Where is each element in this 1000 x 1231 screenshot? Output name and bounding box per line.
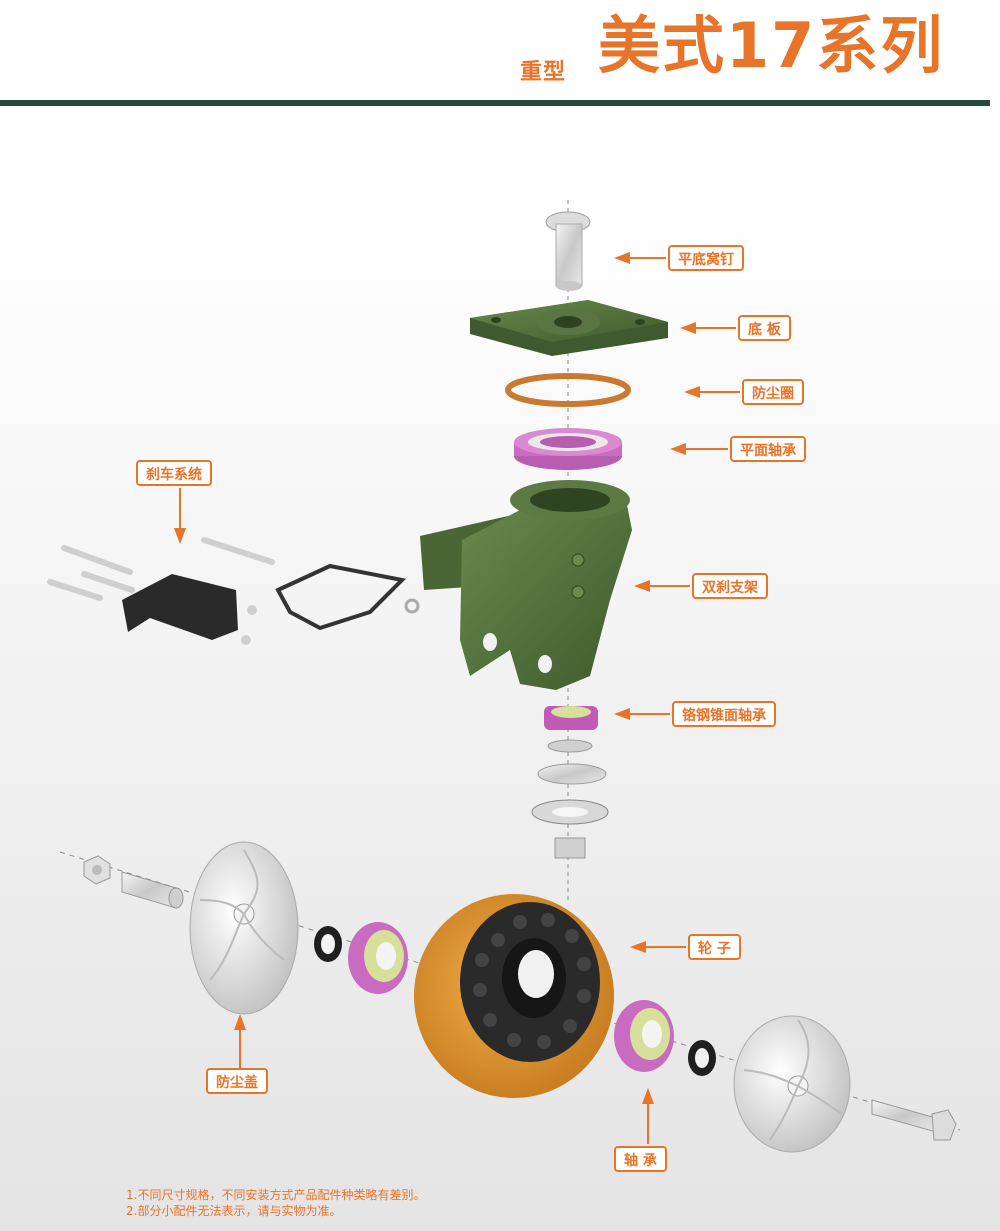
label-brake-system: 刹车系统 bbox=[136, 460, 212, 486]
label-flat-pin: 平底窝钉 bbox=[668, 245, 744, 271]
spacer-tube-part bbox=[121, 871, 184, 909]
footnote-2: 2.部分小配件无法表示，请与实物为准。 bbox=[126, 1204, 342, 1218]
dust-cover-right-part bbox=[733, 1015, 851, 1153]
taper-bearing-part bbox=[544, 706, 598, 730]
label-dust-ring: 防尘圈 bbox=[742, 379, 804, 405]
page-header: 重型 美式17系列 bbox=[0, 0, 1000, 110]
flat-pin-part bbox=[545, 211, 591, 291]
dust-cover-left-part bbox=[189, 841, 299, 1015]
dust-ring-part bbox=[505, 373, 631, 407]
lock-washer-part bbox=[531, 799, 609, 825]
header-title: 美式17系列 bbox=[598, 9, 945, 82]
bearing-right-part bbox=[614, 1000, 674, 1072]
base-plate-part bbox=[470, 300, 668, 356]
label-wheel: 轮 子 bbox=[688, 934, 741, 960]
callout-arrows bbox=[174, 252, 740, 1144]
wheel-part bbox=[414, 894, 614, 1098]
label-flat-bearing: 平面轴承 bbox=[730, 436, 806, 462]
header-rule bbox=[0, 100, 990, 106]
label-base-plate: 底 板 bbox=[738, 315, 791, 341]
nut-part bbox=[554, 837, 586, 859]
label-bracket: 双刹支架 bbox=[692, 573, 768, 599]
washer-large bbox=[537, 763, 607, 785]
label-bearing: 轴 承 bbox=[614, 1146, 667, 1172]
double-brake-bracket-part bbox=[420, 480, 632, 690]
flat-bearing-part bbox=[514, 428, 622, 470]
axle-bolt-part bbox=[871, 1099, 957, 1141]
axle-nut-part bbox=[83, 855, 111, 885]
brake-system-part bbox=[47, 537, 420, 645]
bearing-left-part bbox=[348, 922, 408, 994]
label-taper-bearing: 铬钢锥面轴承 bbox=[672, 701, 776, 727]
washer-small bbox=[547, 739, 593, 753]
header-subtitle: 重型 bbox=[520, 60, 567, 85]
label-dust-cover: 防尘盖 bbox=[206, 1068, 268, 1094]
footnotes: 1.不同尺寸规格，不同安装方式产品配件种类略有差别。 2.部分小配件无法表示，请… bbox=[126, 1187, 425, 1219]
footnote-1: 1.不同尺寸规格，不同安装方式产品配件种类略有差别。 bbox=[126, 1188, 426, 1202]
